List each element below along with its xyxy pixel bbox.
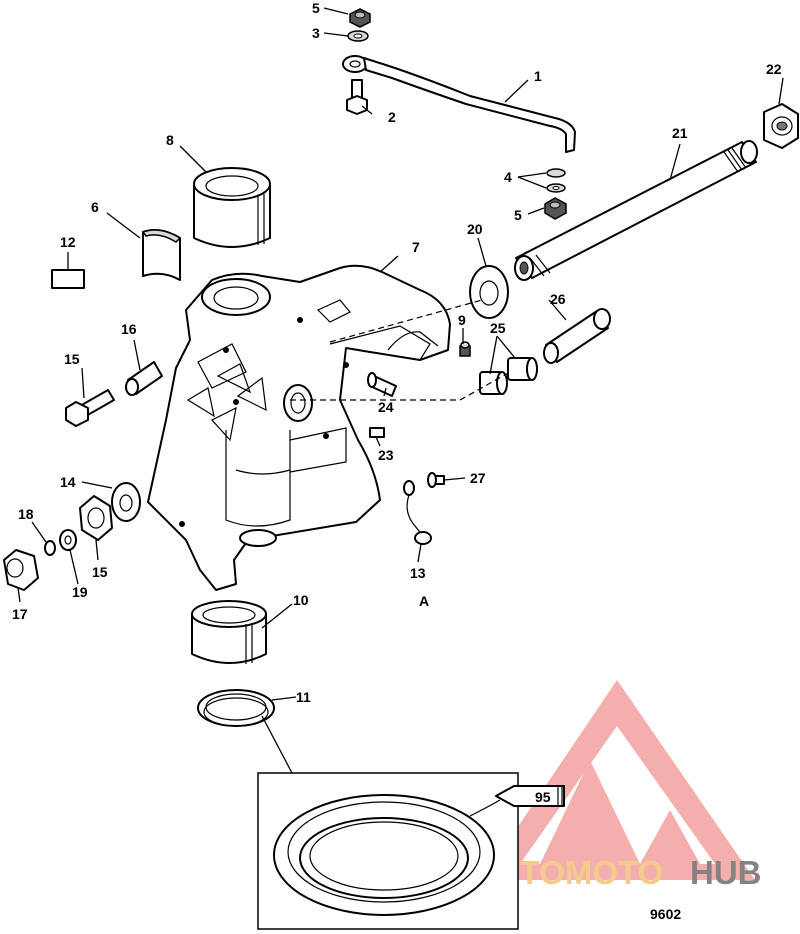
callout-16: 16 — [121, 321, 137, 337]
pin-part-24 — [367, 372, 397, 397]
callout-7: 7 — [412, 239, 420, 255]
callout-21: 21 — [672, 125, 688, 141]
tube-axis-line — [329, 299, 483, 343]
callout-15-upper: 15 — [64, 351, 80, 367]
ground-strap-part-13 — [403, 480, 432, 545]
callout-5-lower: 5 — [514, 207, 522, 223]
callout-22: 22 — [766, 61, 782, 77]
swivel-bracket-part-7 — [147, 264, 451, 591]
callout-27: 27 — [470, 470, 486, 486]
washer-part-19 — [59, 529, 77, 551]
bolt-part-2 — [346, 79, 368, 115]
grease-fitting-part-9 — [459, 341, 471, 357]
tilt-tube-part-21 — [514, 140, 758, 281]
bolt-part-15-upper — [65, 389, 115, 427]
callout-4: 4 — [504, 169, 512, 185]
callout-18: 18 — [18, 506, 34, 522]
cap-nut-part-17 — [3, 549, 39, 591]
inset-leader — [261, 715, 293, 774]
callout-12: 12 — [60, 234, 76, 250]
callout-23: 23 — [378, 447, 394, 463]
washers-part-4 — [546, 168, 566, 193]
callout-25: 25 — [490, 320, 506, 336]
callout-10: 10 — [293, 592, 309, 608]
o-ring-part-18 — [44, 540, 56, 556]
pin-part-26 — [543, 308, 611, 364]
thrust-washer-part-20 — [469, 265, 509, 319]
callout-20: 20 — [467, 221, 483, 237]
callout-14: 14 — [60, 474, 76, 490]
callout-13: 13 — [410, 565, 426, 581]
figure-number: 9602 — [650, 906, 681, 922]
callout-6: 6 — [91, 199, 99, 215]
shim-part-23 — [369, 427, 385, 438]
callout-8: 8 — [166, 132, 174, 148]
callout-15-lower: 15 — [92, 564, 108, 580]
tilt-axis-line — [290, 371, 511, 401]
callout-labels: 1 2 3 4 5 5 6 7 8 9 10 11 12 13 14 15 15… — [12, 0, 782, 922]
callout-24: 24 — [378, 399, 394, 415]
callout-17: 17 — [12, 606, 28, 622]
callout-5-top: 5 — [312, 0, 320, 16]
callout-11: 11 — [296, 689, 311, 705]
callout-9: 9 — [458, 312, 466, 328]
sealant-label: 95 — [535, 789, 551, 805]
locknut-part-15-lower — [79, 495, 113, 541]
view-label-a: A — [419, 593, 429, 609]
watermark-text-hub: HUB — [690, 854, 762, 891]
washer-part-3 — [347, 30, 369, 42]
seal-part-11 — [197, 689, 275, 727]
leader-lines — [17, 7, 784, 701]
pad-part-6 — [141, 229, 182, 281]
callout-19: 19 — [72, 584, 88, 600]
lower-bushing-part-10 — [191, 600, 267, 664]
link-rod-part-1 — [342, 55, 576, 153]
bushings-part-25 — [479, 357, 538, 395]
callout-3: 3 — [312, 25, 320, 41]
callout-2: 2 — [388, 109, 396, 125]
spacer-part-16 — [125, 361, 163, 396]
decal-part-12 — [51, 269, 85, 289]
callout-26: 26 — [550, 291, 566, 307]
tilt-tube-nut-part-22 — [763, 103, 799, 149]
lower-nut-part-5 — [544, 197, 567, 220]
screw-part-27 — [427, 472, 445, 488]
top-nut-part-5 — [349, 8, 371, 28]
upper-bushing-part-8 — [193, 167, 271, 248]
seal-detail-inset: 95 — [257, 772, 565, 930]
washer-part-14 — [111, 482, 141, 522]
callout-1: 1 — [534, 68, 542, 84]
